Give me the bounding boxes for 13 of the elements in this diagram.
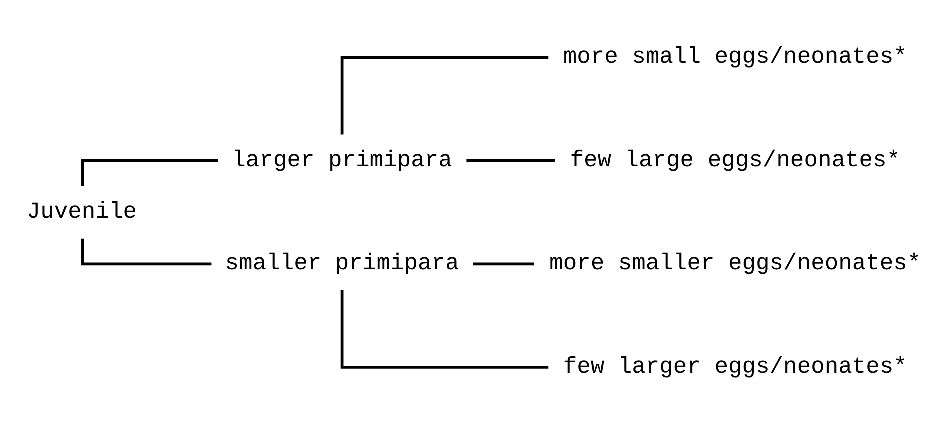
connector [340,56,549,134]
node-text: Juvenile [26,198,137,224]
node-text: few larger eggs/neonates* [563,353,908,380]
connector [473,262,534,266]
node-text: larger primipara [232,146,452,173]
connector [81,238,212,266]
connector [466,158,556,162]
connector [340,290,549,368]
node-text: smaller primipara [225,250,460,276]
node-text: more small eggs/neonates* [563,44,908,70]
node-text: more smaller eggs/neonates* [550,250,922,276]
node-text: few large eggs/neonates* [570,146,901,173]
connector [81,158,218,186]
